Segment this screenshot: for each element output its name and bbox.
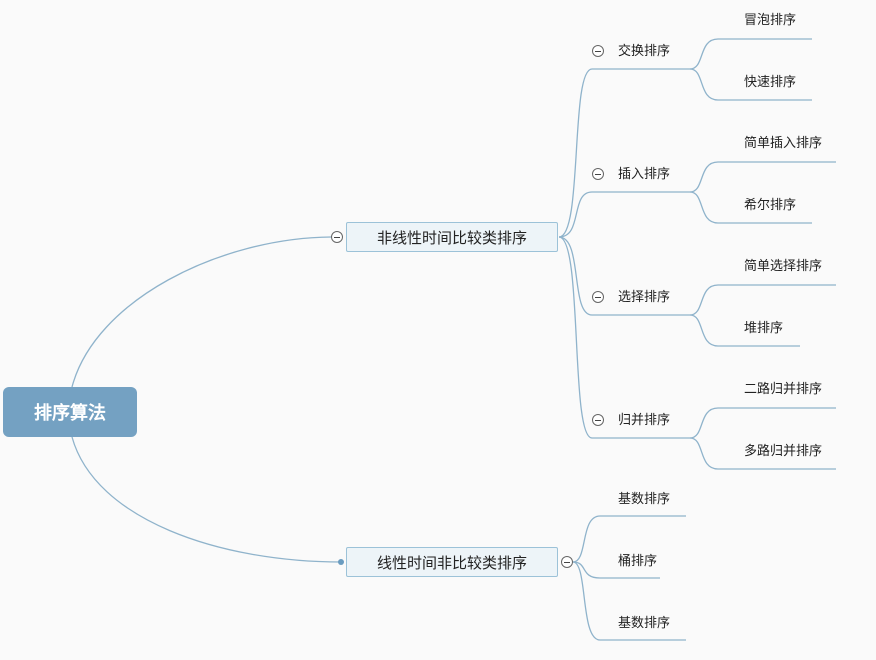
group-label-swap-sort[interactable]: 交换排序	[618, 44, 671, 59]
leaf-label[interactable]: 冒泡排序	[744, 13, 797, 28]
collapse-icon[interactable]	[592, 291, 604, 303]
leaf-label[interactable]: 基数排序	[618, 616, 671, 631]
connector-group-leaf	[689, 437, 836, 470]
connector-root-branch1	[71, 236, 332, 388]
leaf-label[interactable]: 基数排序	[618, 492, 671, 507]
connector-group-leaf	[689, 284, 836, 316]
leaf-label[interactable]: 多路归并排序	[744, 444, 823, 459]
connector-branch2-leaf	[572, 561, 660, 579]
connector-dot	[338, 559, 344, 565]
connector-group-leaf	[689, 191, 812, 224]
leaf-label[interactable]: 简单选择排序	[744, 259, 823, 274]
leaf-label[interactable]: 桶排序	[618, 554, 658, 569]
connector-branch2-leaf	[572, 515, 686, 563]
connector-branch1-group	[558, 236, 690, 439]
collapse-icon[interactable]	[592, 45, 604, 57]
connector-branch1-group	[558, 236, 690, 316]
root-node[interactable]: 排序算法	[3, 387, 137, 437]
leaf-label[interactable]: 二路归并排序	[744, 382, 823, 397]
branch-node-linear[interactable]: 线性时间非比较类排序	[346, 547, 558, 577]
leaf-label[interactable]: 堆排序	[744, 321, 784, 336]
leaf-label[interactable]: 希尔排序	[744, 198, 797, 213]
collapse-icon[interactable]	[592, 414, 604, 426]
collapse-icon[interactable]	[331, 231, 343, 243]
connector-group-leaf	[689, 407, 836, 439]
collapse-icon[interactable]	[561, 556, 573, 568]
leaf-label[interactable]: 快速排序	[744, 75, 797, 90]
leaf-label[interactable]: 简单插入排序	[744, 136, 823, 151]
connector-branch1-group	[558, 191, 690, 238]
connector-root-branch2	[71, 436, 342, 563]
connector-branch2-leaf	[572, 561, 686, 641]
group-label-selection-sort[interactable]: 选择排序	[618, 290, 671, 305]
connector-group-leaf	[689, 161, 836, 193]
connector-group-leaf	[689, 38, 812, 70]
connector-branch1-group	[558, 68, 690, 238]
connector-group-leaf	[689, 68, 812, 101]
connector-group-leaf	[689, 314, 800, 347]
group-label-merge-sort[interactable]: 归并排序	[618, 413, 671, 428]
branch-node-nonlinear[interactable]: 非线性时间比较类排序	[346, 222, 558, 252]
group-label-insertion-sort[interactable]: 插入排序	[618, 167, 671, 182]
collapse-icon[interactable]	[592, 168, 604, 180]
